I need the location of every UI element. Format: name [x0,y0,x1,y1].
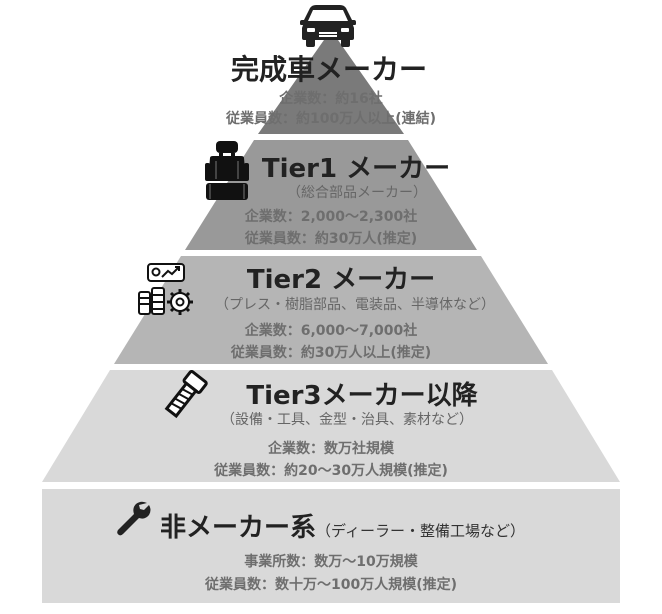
tier4-title: Tier3メーカー以降 [246,381,478,411]
tier3-title: Tier2 メーカー [246,265,436,295]
tier2-title: Tier1 メーカー [261,154,451,184]
tier4-subtitle: （設備・工具、金型・治具、素材など） [221,412,473,428]
tier2-band [185,140,477,250]
tier3-companies: 企業数：6,000〜7,000社 [244,323,418,339]
tier5-employees: 従業員数：数十万〜100万人規模(推定) [204,577,458,593]
tier5-heading: 非メーカー系（ディーラー・整備工場など） [160,507,525,544]
tier3-band [114,256,548,364]
tier1-companies: 企業数：約16社 [279,91,383,107]
tier1-title: 完成車メーカー [230,53,427,86]
car-icon [300,5,356,47]
tier4-companies: 企業数：数万社規模 [268,441,394,457]
tier3-subtitle: （プレス・樹脂部品、電装品、半導体など） [215,297,495,313]
tier2-companies: 企業数：2,000〜2,300社 [244,209,418,225]
tier5-offices: 事業所数：数万〜10万規模 [244,554,418,570]
tier5-subtitle: （ディーラー・整備工場など） [316,522,525,540]
wrench-icon [117,501,151,536]
tier3-employees: 従業員数：約30万人以上(推定) [230,345,432,361]
tier5-title: 非メーカー系 [160,513,317,543]
electronics-parts-icon [138,263,193,315]
tier1-band [258,30,404,134]
car-seat-icon [205,141,249,200]
tier2-subtitle: （総合部品メーカー） [287,185,427,201]
tier1-employees: 従業員数：約100万人以上(連結) [225,111,437,127]
tier2-employees: 従業員数：約30万人(推定) [244,231,418,247]
tier4-employees: 従業員数：約20〜30万人規模(推定) [214,463,448,479]
bolt-icon [164,370,208,419]
